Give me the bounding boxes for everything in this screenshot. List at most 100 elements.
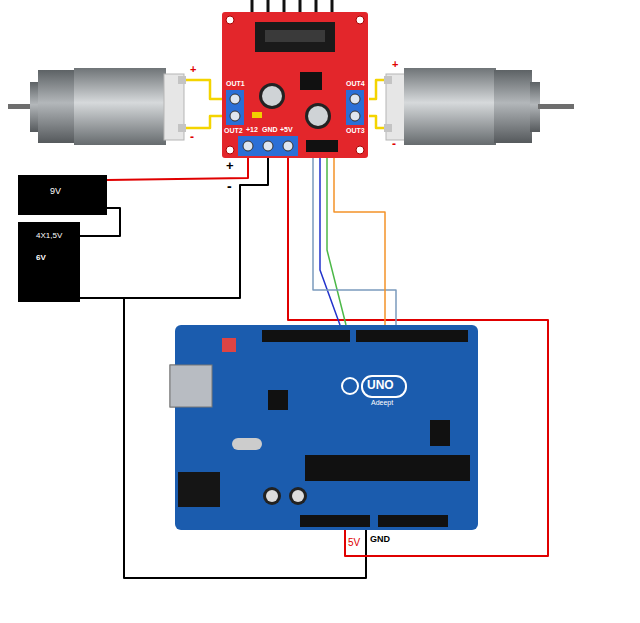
mount-hole <box>356 146 364 154</box>
board-logo: Adeept <box>371 399 393 407</box>
driver-board: OUT1 OUT4OUT2+12 GND+5V OUT3 <box>222 12 369 158</box>
terminal-screw <box>350 94 360 104</box>
power-jack <box>178 472 220 507</box>
wire <box>320 158 340 325</box>
pin-label: +12 <box>246 126 258 134</box>
polarity-mark: + <box>392 58 398 70</box>
mount-hole <box>226 146 234 154</box>
terminal-screw <box>350 111 360 121</box>
logo-frame <box>362 376 406 397</box>
wire <box>80 158 268 298</box>
capacitor <box>305 103 331 129</box>
terminal-block <box>346 90 364 125</box>
battery-label: 6V <box>36 254 46 263</box>
wire <box>369 80 384 99</box>
heatsink <box>265 30 325 42</box>
jumper <box>252 112 262 118</box>
battery-label: 9V <box>50 187 61 197</box>
polarity-mark: + <box>226 159 234 173</box>
header-pin <box>315 0 318 14</box>
usb-socket <box>170 365 212 407</box>
pin-label: +5V <box>280 126 293 134</box>
gearbox <box>38 70 76 143</box>
motor-body <box>74 68 166 145</box>
usb-socket <box>170 365 212 407</box>
terminal-screw <box>283 141 293 151</box>
pin-header <box>356 330 468 342</box>
usb-chip <box>268 390 288 410</box>
reset-button <box>222 338 236 352</box>
terminal-block <box>238 136 298 156</box>
capacitor-top <box>308 106 328 126</box>
header-pin <box>331 0 334 14</box>
wire <box>288 158 548 556</box>
motor-terminal <box>178 76 186 84</box>
pin-label: OUT4 <box>346 80 365 88</box>
motor-body <box>404 68 496 145</box>
motor-terminal <box>384 124 392 132</box>
header-pin <box>299 0 302 14</box>
pin-header <box>306 140 338 152</box>
battery-label: 4X1,5V <box>36 232 62 241</box>
capacitor <box>259 83 285 109</box>
motor-terminal <box>384 76 392 84</box>
terminal-screw <box>243 141 253 151</box>
pin-label: GND <box>370 535 390 545</box>
regulator <box>300 72 322 90</box>
polarity-mark: - <box>190 131 194 144</box>
pin-header <box>300 515 370 527</box>
pin-label: OUT2 <box>224 127 243 135</box>
driver-chip <box>255 22 335 52</box>
wire <box>369 116 384 128</box>
motor-shaft <box>538 104 574 109</box>
pin-label: OUT3 <box>346 127 365 135</box>
arduino-board: UNO Adeept <box>175 325 478 530</box>
arduino-board <box>175 325 478 530</box>
header-pin <box>267 0 270 14</box>
wire-group <box>80 80 548 578</box>
pin-label: GND <box>262 126 278 134</box>
header-pin <box>251 0 254 14</box>
mount-hole <box>226 16 234 24</box>
capacitor-top <box>262 86 282 106</box>
wire <box>186 116 222 128</box>
battery: 9V <box>18 175 107 215</box>
capacitor-top <box>266 490 278 502</box>
logo-mark <box>342 378 358 394</box>
header-pin <box>283 0 286 14</box>
terminal-block <box>226 90 244 125</box>
wire <box>334 158 385 325</box>
terminal-screw <box>230 111 240 121</box>
polarity-mark: + <box>190 63 196 75</box>
dc-motor: +- <box>8 58 186 150</box>
capacitor <box>289 487 307 505</box>
battery-pack: 4X1,5V 6V <box>18 222 80 302</box>
terminal-screw <box>263 141 273 151</box>
pin-label: OUT1 <box>226 80 245 88</box>
dc-motor: +- <box>384 58 576 150</box>
gearbox <box>494 70 532 143</box>
wire <box>107 158 248 180</box>
crystal <box>232 438 262 450</box>
microcontroller <box>305 455 470 481</box>
wire <box>80 298 366 578</box>
driver-board <box>222 12 368 158</box>
wire <box>327 158 346 325</box>
pin-header <box>378 515 448 527</box>
pin-header <box>262 330 350 342</box>
mount-hole <box>356 16 364 24</box>
wire <box>186 80 222 99</box>
terminal-screw <box>230 94 240 104</box>
icsp-header <box>430 420 450 446</box>
capacitor-top <box>292 490 304 502</box>
wire <box>313 158 396 325</box>
polarity-mark: - <box>392 138 396 151</box>
polarity-mark: - <box>227 179 232 194</box>
capacitor <box>263 487 281 505</box>
board-logo: UNO <box>367 379 394 392</box>
